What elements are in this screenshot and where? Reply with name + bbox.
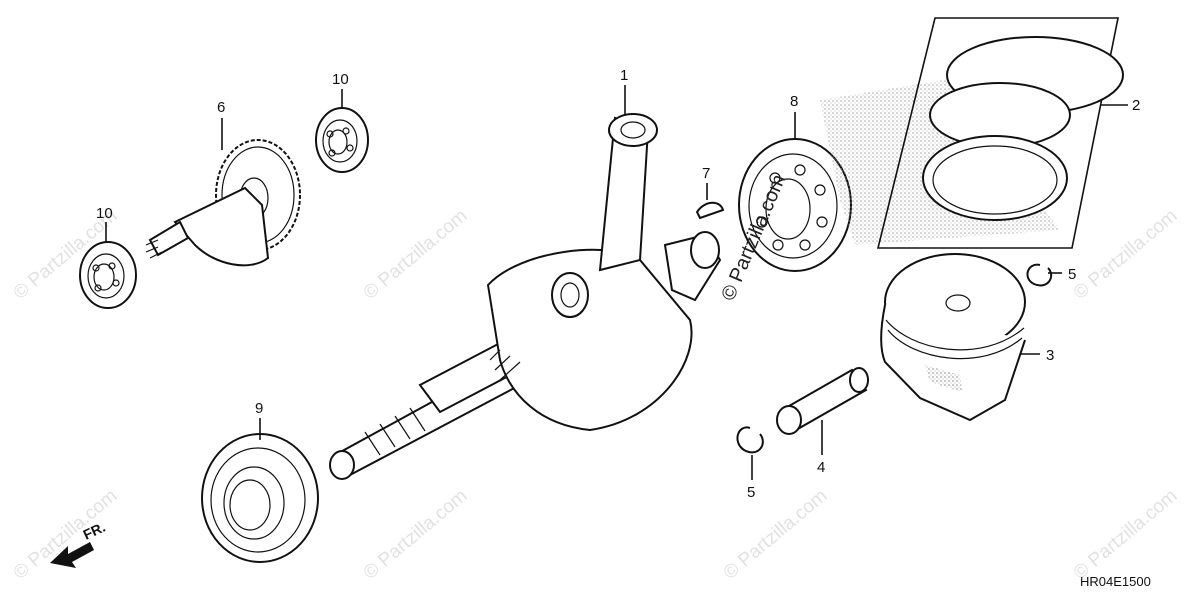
watermark-text: © Partzilla.com <box>720 485 832 583</box>
watermark-text: © Partzilla.com <box>1070 485 1182 583</box>
front-arrow-icon <box>50 542 94 568</box>
callout-1: 1 <box>620 67 628 84</box>
part-2-piston-ring-set <box>820 17 1124 249</box>
part-5-clip-upper <box>1026 263 1053 287</box>
callout-8: 8 <box>790 93 798 110</box>
callout-5-upper: 5 <box>1068 266 1076 283</box>
part-4-piston-pin <box>776 367 869 435</box>
part-5-clip-lower <box>736 426 764 454</box>
part-7-key <box>695 201 725 220</box>
callout-2: 2 <box>1132 97 1140 114</box>
part-1-crankshaft <box>329 113 722 480</box>
leader-lines <box>105 85 1128 480</box>
watermark-text: © Partzilla.com <box>360 205 472 303</box>
callout-5-lower: 5 <box>747 484 755 501</box>
callout-10-top: 10 <box>332 71 349 88</box>
callout-10-left: 10 <box>96 205 113 222</box>
watermark-text: © Partzilla.com <box>1070 205 1182 303</box>
callout-6: 6 <box>217 99 225 116</box>
callout-7: 7 <box>702 165 710 182</box>
callout-9: 9 <box>255 400 263 417</box>
callout-3: 3 <box>1046 347 1054 364</box>
part-9-bearing <box>201 433 319 563</box>
part-10-bearing-top <box>315 107 369 173</box>
part-10-bearing-left <box>79 241 137 309</box>
part-6-balancer-shaft <box>145 139 301 267</box>
part-3-piston <box>880 253 1026 422</box>
callout-4: 4 <box>817 459 825 476</box>
callout-numbers: 1 2 3 4 5 5 6 7 8 9 10 10 <box>96 67 1140 501</box>
diagram-code: HR04E1500 <box>1080 574 1151 589</box>
watermark-text: © Partzilla.com <box>360 485 472 583</box>
